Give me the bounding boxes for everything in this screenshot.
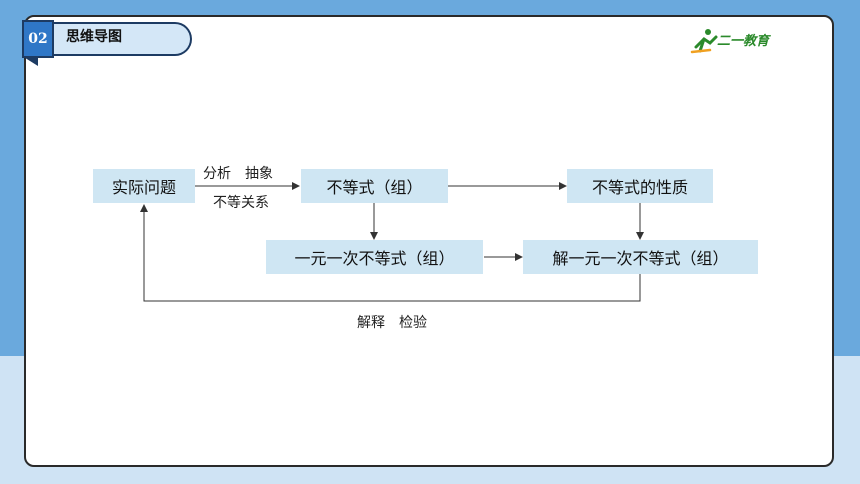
runner-logo-icon [690,29,718,54]
section-tag-fold [22,56,38,66]
node-solve-linear-inequality: 解一元一次不等式（组） [523,240,758,274]
section-number: 02 [22,20,54,58]
node-inequality-system: 不等式（组） [301,169,448,203]
node-real-problem: 实际问题 [93,169,195,203]
section-title: 思维导图 [66,29,122,45]
node-inequality-properties: 不等式的性质 [567,169,713,203]
node-linear-inequality: 一元一次不等式（组） [266,240,483,274]
edge-label-analyze-abstract: 分析 抽象 [203,166,273,182]
arrow-solve-back-to-problem [140,204,641,302]
logo-text: 二一教育 [717,34,770,49]
edge-label-explain-verify: 解释 检验 [357,315,427,331]
edge-label-inequality-relation: 不等关系 [213,195,269,211]
